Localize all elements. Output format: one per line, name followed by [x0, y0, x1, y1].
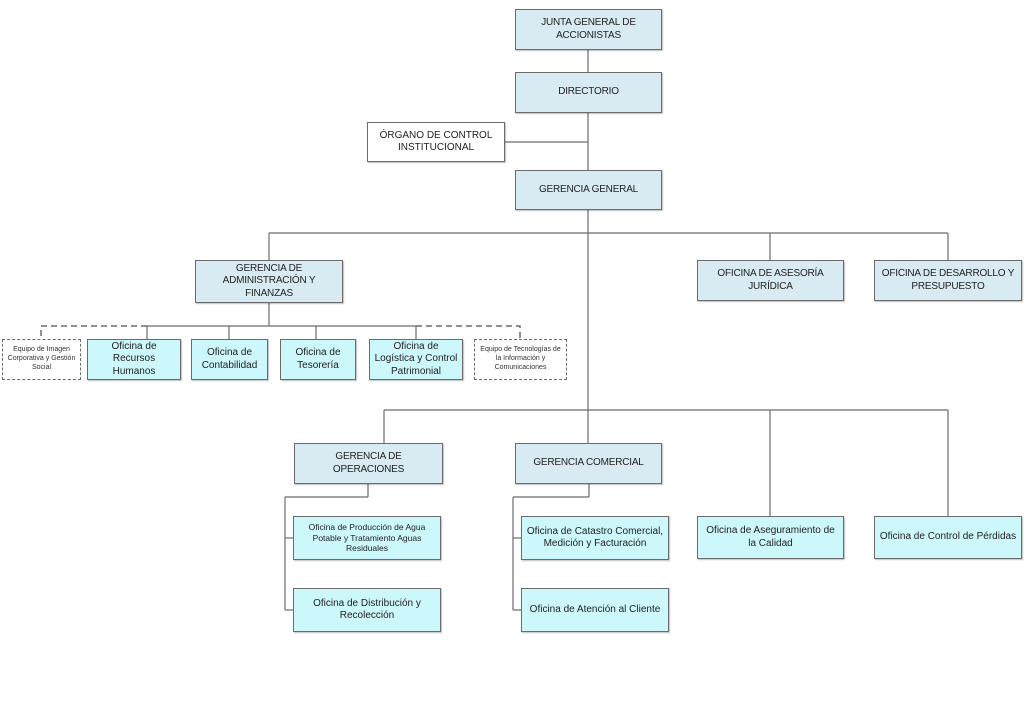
node-equipo-tic: Equipo de Tecnologías de la Información …: [474, 339, 567, 380]
node-recursos-humanos: Oficina de Recursos Humanos: [87, 339, 181, 380]
dashed-connector: [40, 325, 147, 339]
node-atencion-cliente: Oficina de Atención al Cliente: [521, 588, 669, 632]
node-produccion-agua: Oficina de Producción de Agua Potable y …: [293, 516, 441, 560]
node-contabilidad: Oficina de Contabilidad: [191, 339, 268, 380]
node-organo-control: ÓRGANO DE CONTROL INSTITUCIONAL: [367, 122, 505, 162]
node-logistica: Oficina de Logística y Control Patrimoni…: [369, 339, 463, 380]
node-gerencia-comercial: GERENCIA COMERCIAL: [515, 443, 662, 484]
node-catastro: Oficina de Catastro Comercial, Medición …: [521, 516, 669, 560]
node-asesoria-juridica: OFICINA DE ASESORÍA JURÍDICA: [697, 260, 844, 301]
dashed-connector: [416, 325, 521, 339]
node-gerencia-administracion: GERENCIA DE ADMINISTRACIÓN Y FINANZAS: [195, 260, 343, 303]
node-control-perdidas: Oficina de Control de Pérdidas: [874, 516, 1022, 559]
node-equipo-imagen: Equipo de Imagen Corporativa y Gestión S…: [2, 339, 81, 380]
node-junta-general: JUNTA GENERAL DE ACCIONISTAS: [515, 9, 662, 50]
node-distribucion: Oficina de Distribución y Recolección: [293, 588, 441, 632]
node-aseguramiento-calidad: Oficina de Aseguramiento de la Calidad: [697, 516, 844, 559]
node-desarrollo-presupuesto: OFICINA DE DESARROLLO Y PRESUPUESTO: [874, 260, 1022, 301]
node-gerencia-general: GERENCIA GENERAL: [515, 170, 662, 210]
node-tesoreria: Oficina de Tesorería: [280, 339, 356, 380]
node-gerencia-operaciones: GERENCIA DE OPERACIONES: [294, 443, 443, 484]
node-directorio: DIRECTORIO: [515, 72, 662, 113]
